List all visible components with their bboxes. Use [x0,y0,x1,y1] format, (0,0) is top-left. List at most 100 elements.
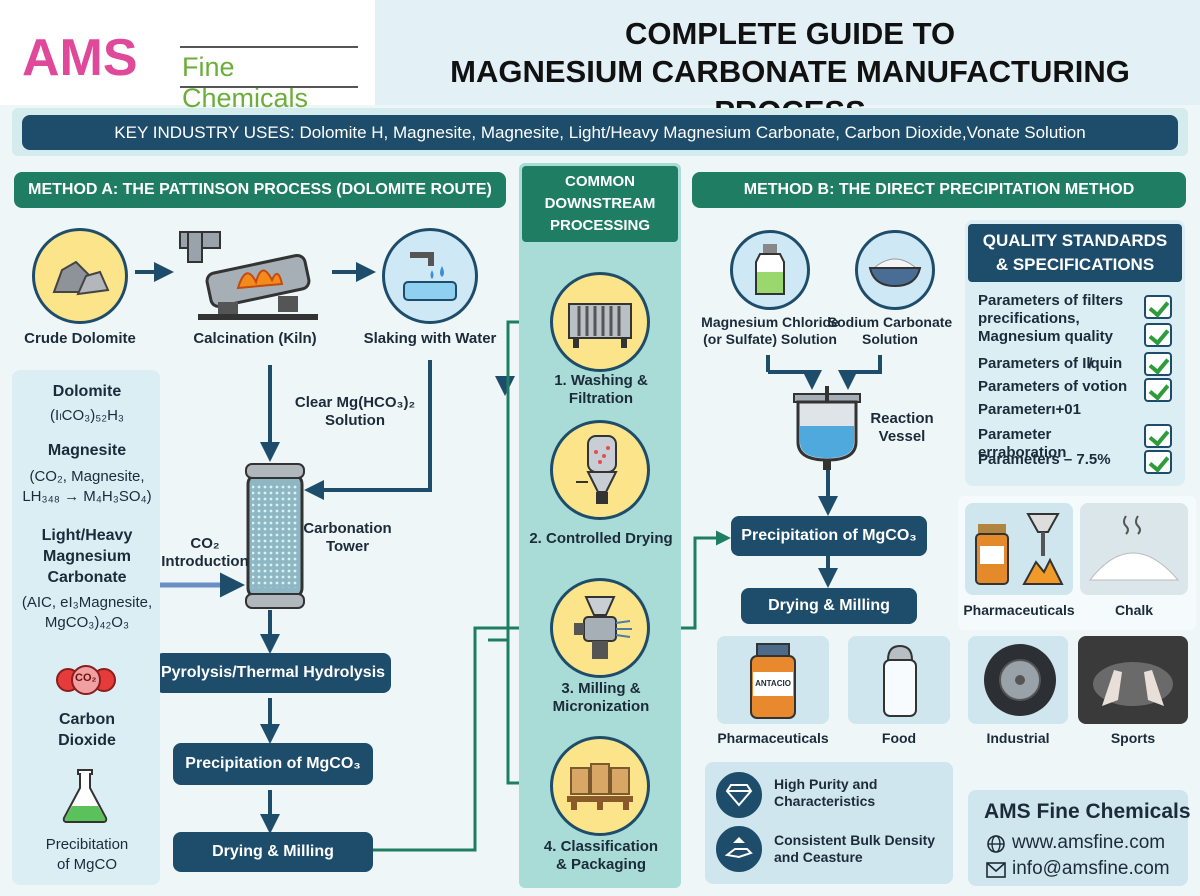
crude-dolomite-label: Crude Dolomite [24,330,136,347]
downstream-header: COMMON DOWNSTREAM PROCESSING [522,166,678,242]
method-b-precipitation-box: Precipitation of MgCO₃ [731,516,927,556]
legend-dolomite-title: Dolomite [52,383,122,400]
contact-email[interactable]: info@amsfine.com [1012,858,1170,879]
legend-magnesite-title: Magnesite [47,442,127,459]
logo: AMS Fine Chemicals [22,28,362,113]
diamond-icon [716,772,762,818]
pharma-top-label: Pharmaceuticals [963,602,1075,618]
method-a-precipitation-box: Precipitation of MgCO₃ [173,743,373,785]
filtration-icon [550,272,650,372]
legend-cd-t1: Carbon [59,711,115,728]
downstream-header-l2: DOWNSTREAM [544,195,656,212]
check-icon [1144,378,1172,402]
quality-title-l2: & SPECIFICATIONS [995,255,1155,274]
sodium-line2: Solution [862,330,918,347]
co2-badge-text: CO₂ [75,672,97,684]
quality-row-4: Parameterı+01 [978,401,1081,418]
step3-line2: Micronization [552,698,650,715]
slaking-icon [382,228,478,324]
chalk-hands-icon [1088,650,1178,716]
mgcl-line1: Magnesium Chloride [701,314,839,330]
carbonation-tower-label: Carbonation Tower [300,520,395,556]
title-line1: COMPLETE GUIDE TO [624,16,956,51]
crude-dolomite-icon [32,228,128,324]
mail-icon [986,862,1006,878]
check-icon [1144,323,1172,347]
quality-row-2: Parameters of Il̸quin [978,355,1123,372]
step1-label: 1. Washing & Filtration [554,372,648,407]
antacid-bottle-icon: ANTACIO [747,642,799,720]
method-a-drying-box: Drying & Milling [173,832,373,872]
quality-title-l1: QUALITY STANDARDS [982,231,1168,250]
contact-name: AMS Fine Chemicals [984,800,1191,823]
mgcl-label: Magnesium Chloride (or Sulfate) Solution [690,314,850,348]
quality-row-1: Parameters of filters precifications, Ma… [978,292,1124,345]
industrial-label: Industrial [986,730,1050,746]
feature1-line2: Characteristics [774,792,876,809]
mgcl-bottle-icon [730,230,810,310]
clear-solution-line1: Clear Mg(HCO₃)₂ [294,394,416,411]
tower-line2: Tower [325,538,370,555]
tower-line1: Carbonation [303,520,392,537]
downstream-header-l1: COMMON [565,173,635,190]
legend-lh-t3: Carbonate [47,569,127,586]
check-icon [1144,352,1172,376]
co2-line2: Introduction [161,553,249,570]
calcination-label: Calcination (Kiln) [193,330,317,347]
legend-magnesite-f2: LH₃₄₈ → M₄H₃SO₄) [22,488,152,505]
hand-powder-icon [716,826,762,872]
step3-label: 3. Milling & Micronization [521,680,681,716]
feature2-line2: and Ceasture [774,848,863,865]
sodium-label: Sodium Carbonate Solution [820,314,960,348]
logo-rule-top [180,46,358,48]
quality-row-3: Parameters of votion [978,378,1128,395]
kiln-icon [178,222,328,322]
pharma-label: Pharmaceuticals [717,730,829,746]
legend-lh-t1: Light/Heavy [41,527,133,544]
quality-row-6: Parameters – 7.5% [978,451,1111,468]
contact-web[interactable]: www.amsfine.com [1012,832,1166,853]
legend-lh-f2: MgCO₃)₄₂O₃ [44,614,130,631]
sodium-line1: Sodium Carbonate [827,314,953,330]
carbonation-tower-icon [244,460,306,612]
sodium-bowl-icon [855,230,935,310]
legend-dolomite-formula: (IₗCO₃)₅₂H₃ [49,407,125,424]
feature2-label: Consistent Bulk Density and Ceasture [774,832,952,866]
mgcl-line2: (or Sulfate) Solution [703,330,837,347]
co2-molecule-icon: CO₂ [56,662,116,698]
check-icon [1144,450,1172,474]
step4-line1: 4. Classification [543,838,659,855]
step4-label: 4. Classification & Packaging [521,838,681,874]
reaction-vessel-label: Reaction Vessel [862,410,942,446]
legend-magnesite-f1: (CO₂, Magnesite, [29,468,145,485]
chalk-label: Chalk [1114,602,1154,618]
method-b-header: METHOD B: THE DIRECT PRECIPITATION METHO… [692,172,1186,208]
method-b-drying-box: Drying & Milling [741,588,917,624]
pharma-lab-icon [972,510,1068,590]
pyrolysis-box: Pyrolysis/Thermal Hydrolysis [155,653,391,693]
reaction-vessel-icon [790,386,864,472]
flask-icon [60,768,110,824]
logo-rule-bottom [180,86,358,88]
downstream-header-l3: PROCESSING [549,217,651,234]
quality-title: QUALITY STANDARDS & SPECIFICATIONS [968,224,1182,282]
antacid-label: ANTACIO [755,679,791,688]
feature1-line1: High Purity and [774,776,878,792]
logo-mark: AMS [22,29,138,87]
quality-row-5: Parameter erraboration [978,426,1067,461]
salt-shaker-icon [878,642,922,720]
vessel-line1: Reaction [870,410,934,427]
dryer-icon [550,420,650,520]
slaking-label: Slaking with Water [363,330,497,347]
step3-line1: 3. Milling & [561,680,641,697]
check-icon [1144,424,1172,448]
food-label: Food [881,730,917,746]
legend-pm-t1: Precibitation [45,836,129,853]
sports-label: Sports [1110,730,1156,746]
legend-pm-t2: of MgCO [56,856,117,873]
key-uses-banner: KEY INDUSTRY USES: Dolomite H, Magnesite… [22,115,1178,150]
clear-solution-label: Clear Mg(HCO₃)₂ Solution [280,394,430,430]
co2-introduction-label: CO₂ Introduction [155,535,255,571]
vessel-line2: Vessel [878,428,926,445]
